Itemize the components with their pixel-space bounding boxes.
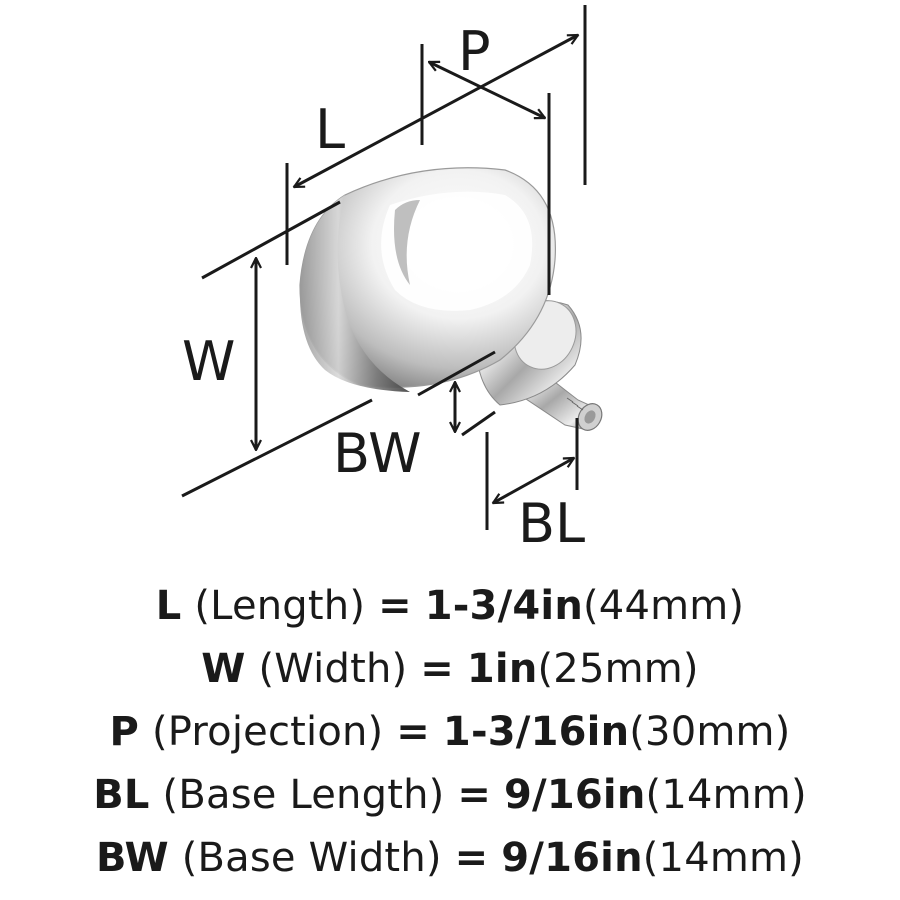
base-length-label: BL [518, 492, 585, 555]
knob-glass-body [299, 167, 557, 392]
width-extension-top [201, 200, 341, 280]
spec-description: (Width) [258, 646, 408, 692]
spec-imperial-value: 9/16in [501, 835, 643, 881]
spec-description: (Length) [194, 583, 366, 629]
spec-projection: P (Projection) = 1-3/16in(30mm) [0, 701, 900, 764]
spec-equals: = [454, 835, 489, 881]
spec-equals: = [457, 772, 492, 818]
spec-metric-value: (30mm) [629, 709, 791, 755]
spec-description: (Projection) [151, 709, 384, 755]
knob-illustration [299, 167, 603, 431]
dimension-lines [181, 5, 587, 530]
spec-imperial-value: 1-3/4in [424, 583, 583, 629]
spec-key: BL [93, 772, 150, 818]
spec-metric-value: (44mm) [583, 583, 745, 629]
knob-dimension-diagram: L P W BW BL [181, 5, 603, 555]
base-length-dimension-line [493, 456, 574, 505]
base-width-extension-top [417, 350, 496, 397]
spec-imperial-value: 1in [466, 646, 538, 692]
spec-key: BW [95, 835, 169, 881]
spec-description: (Base Width) [181, 835, 442, 881]
projection-label: P [458, 20, 491, 83]
length-label: L [315, 98, 345, 161]
spec-metric-value: (25mm) [537, 646, 699, 692]
spec-key: W [201, 646, 246, 692]
projection-dimension-line [429, 60, 545, 120]
width-extension-bottom [181, 398, 373, 498]
spec-key: P [109, 709, 140, 755]
dimension-labels: L P W BW BL [182, 20, 585, 555]
spec-base-length: BL (Base Length) = 9/16in(14mm) [0, 764, 900, 827]
width-label: W [182, 330, 235, 393]
base-width-label: BW [333, 422, 422, 485]
spec-width: W (Width) = 1in(25mm) [0, 638, 900, 701]
spec-length: L (Length) = 1-3/4in(44mm) [0, 575, 900, 638]
spec-metric-value: (14mm) [642, 835, 804, 881]
spec-key: L [155, 583, 182, 629]
dimension-specs-list: L (Length) = 1-3/4in(44mm) W (Width) = 1… [0, 575, 900, 890]
spec-metric-value: (14mm) [645, 772, 807, 818]
spec-equals: = [420, 646, 454, 692]
spec-imperial-value: 1-3/16in [442, 709, 630, 755]
spec-description: (Base Length) [162, 772, 445, 818]
spec-base-width: BW (Base Width) = 9/16in(14mm) [0, 827, 900, 890]
spec-equals: = [396, 709, 430, 755]
spec-equals: = [378, 583, 412, 629]
spec-imperial-value: 9/16in [504, 772, 646, 818]
base-width-extension-bottom [461, 410, 496, 437]
